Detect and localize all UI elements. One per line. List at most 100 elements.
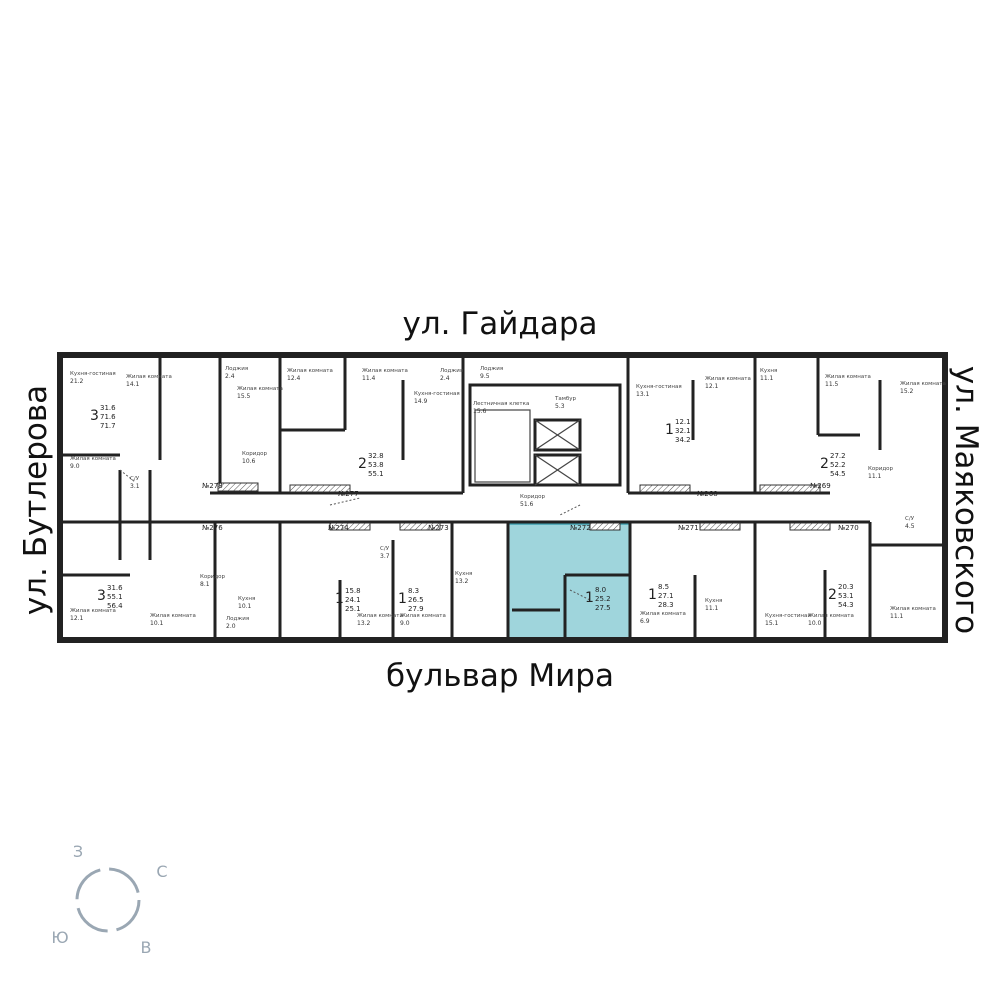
total-area: 71.7 [100,422,116,430]
compass-south: Ю [51,928,68,947]
total-area: 28.3 [658,601,674,609]
room-area: 4.5 [905,523,915,530]
room-area: 5.3 [555,403,565,410]
apartments [63,358,942,641]
room-name: Коридор [520,494,546,500]
room-area: 11.1 [705,605,719,612]
room-count: 1 [665,422,674,438]
living-area: 31.6 [100,404,116,412]
apartment-summary: 3 31.6 71.6 71.7 [90,404,116,430]
room-count: 2 [828,587,837,603]
room-name: Жилая комната [126,374,172,380]
compass: З С Ю В [51,842,167,957]
room-count: 2 [358,456,367,472]
room-area: 13.1 [636,391,650,398]
apartment-269[interactable] [755,358,942,493]
room-count: 1 [648,587,657,603]
total-area: 25.1 [345,605,361,613]
living-area: 15.8 [345,587,361,595]
apartment-summaries: 3 31.6 71.6 71.7 2 32.8 53.8 55.1 1 12.1… [90,404,854,613]
room-area: 14.9 [414,398,428,405]
apartment-number: №273 [428,524,449,532]
living-area: 31.6 [107,584,123,592]
area: 52.2 [830,461,846,469]
apartment-number: №270 [838,524,859,532]
room-name: Лоджия [480,366,503,372]
area: 53.8 [368,461,384,469]
room-area: 9.0 [70,463,80,470]
room-area: 12.1 [70,615,84,622]
living-area: 32.8 [368,452,384,460]
room-name: Жилая комната [287,368,333,374]
room-name: Лоджия [225,366,248,372]
room-name: Жилая комната [640,611,686,617]
room-area: 15.1 [765,620,779,627]
apartment-276[interactable] [63,522,215,637]
apartment-summary: 1 12.1 32.1 34.2 [665,418,691,444]
room-area: 13.2 [357,620,371,627]
living-area: 8.3 [408,587,419,595]
room-area: 8.1 [200,581,210,588]
room-name: Жилая комната [890,606,936,612]
apartment-271[interactable] [630,522,755,637]
compass-ring [75,867,141,933]
living-area: 8.0 [595,586,606,594]
apartment-summary: 3 31.6 55.1 56.4 [97,584,123,610]
apartment-277[interactable] [280,358,463,493]
room-area: 9.0 [400,620,410,627]
apartment-summary: 1 8.3 26.5 27.9 [398,587,424,613]
room-area: 2.0 [226,623,236,630]
apartment-summary: 2 27.2 52.2 54.5 [820,452,846,478]
room-area: 2.4 [225,373,235,380]
room-area: 11.1 [868,473,882,480]
room-area: 15.6 [473,408,487,415]
total-area: 54.3 [838,601,854,609]
apartment-number: №268 [697,490,718,498]
room-name: Жилая комната [825,374,871,380]
area: 26.5 [408,596,424,604]
room-area: 15.5 [237,393,251,400]
apartment-summary-selected: 1 8.0 25.2 27.5 [585,586,611,612]
room-name: Коридор [868,466,894,472]
total-area: 54.5 [830,470,846,478]
room-area: 3.1 [130,483,140,490]
apartment-270[interactable] [755,522,870,637]
apartment-278[interactable] [63,358,220,493]
room-area: 9.5 [480,373,490,380]
compass-north: С [156,862,167,881]
area: 27.1 [658,592,674,600]
apartment-number: №276 [202,524,223,532]
area: 71.6 [100,413,116,421]
room-name: Кухня [760,368,777,374]
room-area: 15.2 [900,388,914,395]
apartment-274[interactable] [280,522,340,637]
compass-east: В [141,938,152,957]
apartment-number: №278 [202,482,223,490]
room-count: 1 [398,591,407,607]
total-area: 56.4 [107,602,123,610]
room-name: Коридор [242,451,268,457]
room-name: Лестничная клетка [473,401,529,407]
room-name: Жилая комната [705,376,751,382]
room-name: Кухня-гостиная [414,391,460,397]
room-name: Жилая комната [900,381,946,387]
area: 32.1 [675,427,691,435]
room-area: 11.4 [362,375,376,382]
room-name: Лоджия [440,368,463,374]
living-area: 20.3 [838,583,854,591]
room-name: Кухня [238,596,255,602]
apartment-summary: 2 32.8 53.8 55.1 [358,452,384,478]
room-count: 1 [335,591,344,607]
street-label-left: ул. Бутлерова [18,385,54,615]
compass-west: З [73,842,83,861]
room-name: Кухня [705,598,722,604]
apartment-summary: 1 8.5 27.1 28.3 [648,583,674,609]
room-area: 21.2 [70,378,84,385]
total-area: 27.5 [595,604,611,612]
area: 25.2 [595,595,611,603]
apartment-272-selected[interactable] [507,523,631,641]
room-area: 12.4 [287,375,301,382]
apartment-273[interactable] [340,522,452,637]
room-name: Жилая комната [808,613,854,619]
